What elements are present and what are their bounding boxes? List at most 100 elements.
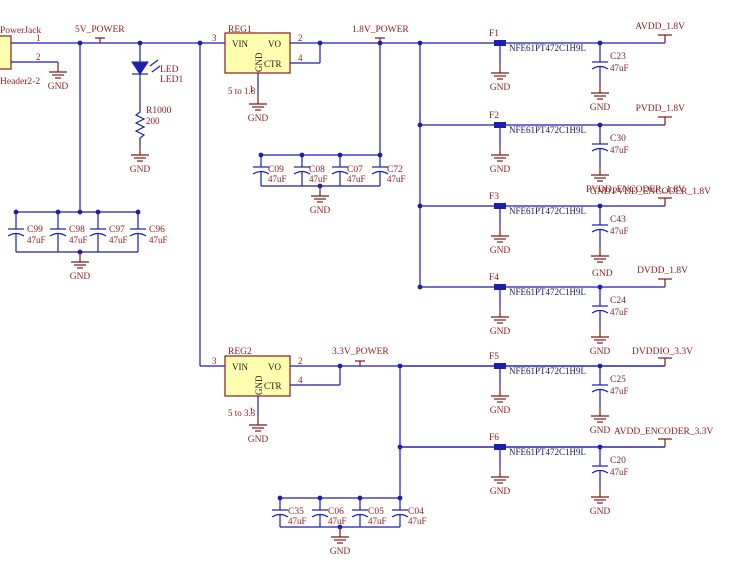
ground-symbol: GND — [310, 186, 331, 216]
ground-symbol: GND — [248, 415, 269, 445]
ferrite-part-number: NFE61PT472C1H9L — [509, 366, 586, 376]
pin-number: 2 — [298, 33, 303, 43]
capacitor-designator: C96 — [149, 225, 165, 235]
gnd-label: GND — [490, 246, 511, 256]
pin-name-ctr: CTR — [264, 381, 282, 391]
pin-name-vo: VO — [268, 39, 281, 49]
capacitor-designator: C72 — [387, 165, 403, 175]
capacitor-value: 47uF — [309, 174, 328, 184]
gnd-label: GND — [590, 507, 611, 517]
ground-symbol: GND — [590, 487, 611, 517]
ferrite-body — [494, 122, 506, 128]
ferrite-designator: F2 — [489, 111, 499, 121]
gnd-label: GND — [248, 435, 269, 445]
ground-symbol: GND — [70, 252, 91, 282]
capacitor-value: 47uF — [610, 226, 629, 236]
pin-number: 2 — [298, 356, 303, 366]
capacitor-value: 47uF — [328, 516, 347, 526]
capacitor-value: 47uF — [69, 235, 88, 245]
gnd-label: GND — [590, 426, 611, 436]
capacitor-designator: C30 — [610, 134, 626, 144]
capacitor-value: 47uF — [408, 516, 427, 526]
pin-name-gnd: GND — [254, 375, 264, 395]
capacitor-designator: C07 — [347, 165, 363, 175]
led-type: LED — [160, 65, 179, 75]
ferrite-body — [494, 203, 506, 209]
gnd-label: GND — [490, 165, 511, 175]
led-emission-arrows — [149, 59, 161, 73]
capacitor-designator: C05 — [368, 507, 384, 517]
gnd-label: GND — [590, 103, 611, 113]
gnd-label: GND — [130, 165, 151, 175]
ground-symbol — [591, 246, 609, 263]
capacitor-value: 47uF — [610, 307, 629, 317]
pin-name-vin: VIN — [232, 362, 248, 372]
capacitor-designator: C04 — [408, 507, 424, 517]
net-label-1v8: 1.8V_POWER — [352, 25, 409, 35]
ground-symbol: GND — [490, 307, 511, 337]
reg1-note: 5 to 1.8 — [228, 86, 256, 96]
gnd-label: GND — [490, 406, 511, 416]
gnd-label: GND — [490, 83, 511, 93]
power-port — [95, 37, 105, 43]
reg2-note: 5 to 3.3 — [228, 408, 256, 418]
pin-name-vo: VO — [268, 362, 281, 372]
pin-number: 4 — [298, 53, 303, 63]
capacitor-value: 47uF — [288, 516, 307, 526]
ferrite-part-number: NFE61PT472C1H9L — [509, 206, 586, 216]
pin-name-gnd: GND — [254, 52, 264, 72]
distribution-3v3: GNDF5NFE61PT472C1H9LC2547uFGNDF6NFE61PT4… — [400, 347, 713, 517]
ground-symbol: GND — [490, 63, 511, 93]
capacitor-value: 47uF — [268, 174, 287, 184]
ground-symbol: GND — [248, 94, 268, 124]
ferrite-designator: F4 — [489, 273, 499, 283]
capacitor-designator: C25 — [610, 375, 626, 385]
capacitor-designator: C08 — [309, 165, 325, 175]
capacitor-designator: C24 — [610, 296, 626, 306]
power-jack-designator: PowerJack — [0, 26, 41, 36]
gnd-label: GND — [330, 547, 351, 557]
capacitor-designator: C97 — [109, 225, 125, 235]
power-jack-body — [0, 35, 12, 70]
pin-number: 4 — [298, 375, 303, 385]
resistor-designator: R1000 — [146, 106, 172, 116]
pin-name-ctr: CTR — [264, 59, 282, 69]
resistor-symbol — [134, 106, 146, 145]
ground-symbol: GND — [490, 226, 511, 256]
net-label-2: PVDD_ENCODER_1.8V — [586, 185, 685, 195]
capacitor-value: 47uF — [387, 174, 406, 184]
ground-symbol — [591, 165, 609, 182]
ferrite-part-number: NFE61PT472C1H9L — [509, 125, 586, 135]
pin-number: 3 — [212, 356, 217, 366]
ground-symbol: GND — [590, 83, 611, 113]
resistor-value: 200 — [146, 116, 160, 126]
reg1-designator: REG1 — [228, 25, 252, 35]
pin-number: 1 — [249, 406, 254, 416]
ground-symbol: GND — [590, 406, 611, 436]
reg2-designator: REG2 — [228, 347, 252, 357]
gnd-label: GND — [70, 272, 91, 282]
net-label-0: AVDD_1.8V — [635, 22, 685, 32]
pin-number: 1 — [249, 84, 254, 94]
power-port — [355, 360, 365, 366]
junction-dot — [77, 209, 83, 215]
gnd-label: GND — [310, 206, 331, 216]
gnd-label: GND — [490, 327, 511, 337]
